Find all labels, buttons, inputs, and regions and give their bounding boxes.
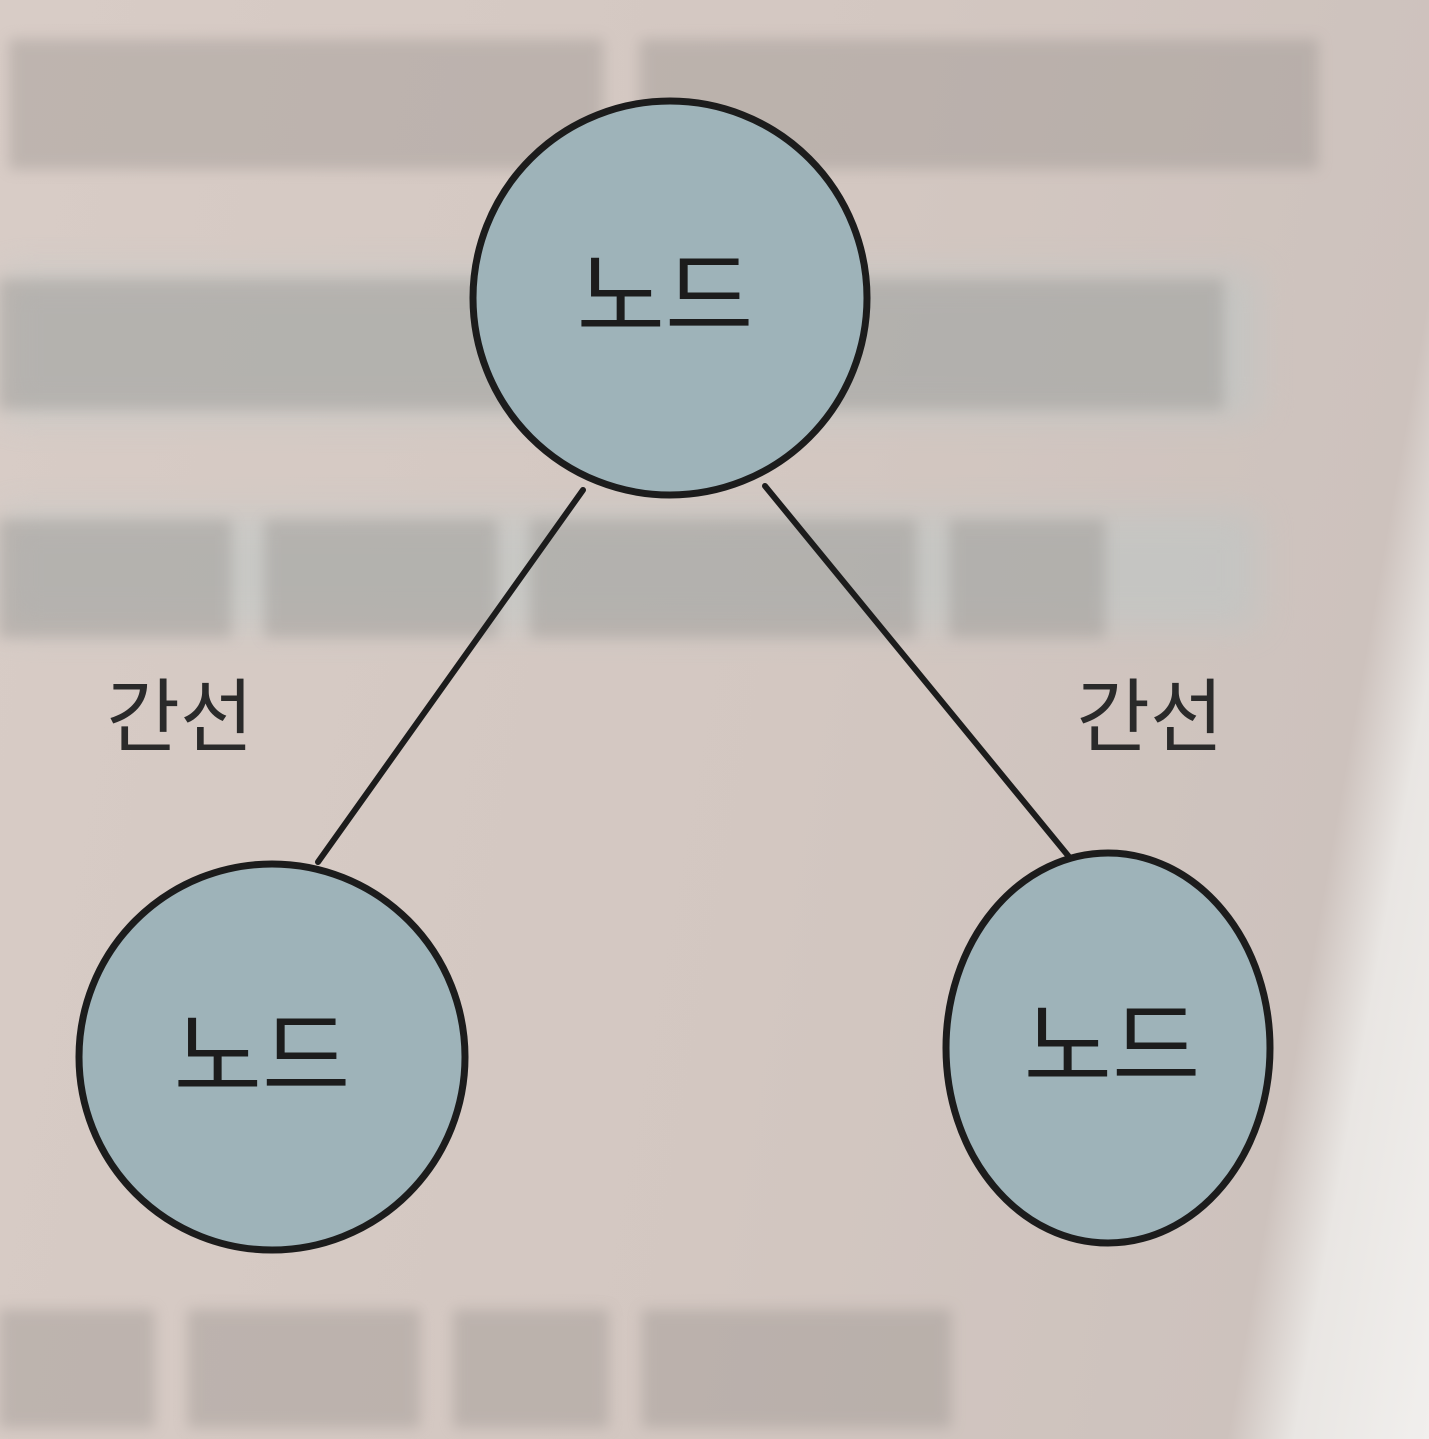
edge-label-right: 간선 <box>1076 671 1223 764</box>
node-root: 노드 <box>469 97 871 499</box>
node-right-circle <box>942 849 1274 1247</box>
edge-root-right <box>762 483 1073 861</box>
node-left-label: 노드 <box>174 1001 351 1113</box>
edge-root-left <box>315 487 586 865</box>
show-through-text: ███ ███ █████ ██ <box>0 520 1105 637</box>
show-through-text: ██ ███ ██ ████ <box>0 1310 951 1427</box>
node-right: 노드 <box>942 849 1274 1247</box>
node-root-label: 노드 <box>577 241 754 353</box>
node-root-circle <box>469 97 871 499</box>
background-highlight <box>0 510 1260 630</box>
node-right-label: 노드 <box>1024 991 1201 1103</box>
edge-label-left: 간선 <box>106 671 253 764</box>
node-left-circle <box>75 860 469 1254</box>
node-left: 노드 <box>75 860 469 1254</box>
